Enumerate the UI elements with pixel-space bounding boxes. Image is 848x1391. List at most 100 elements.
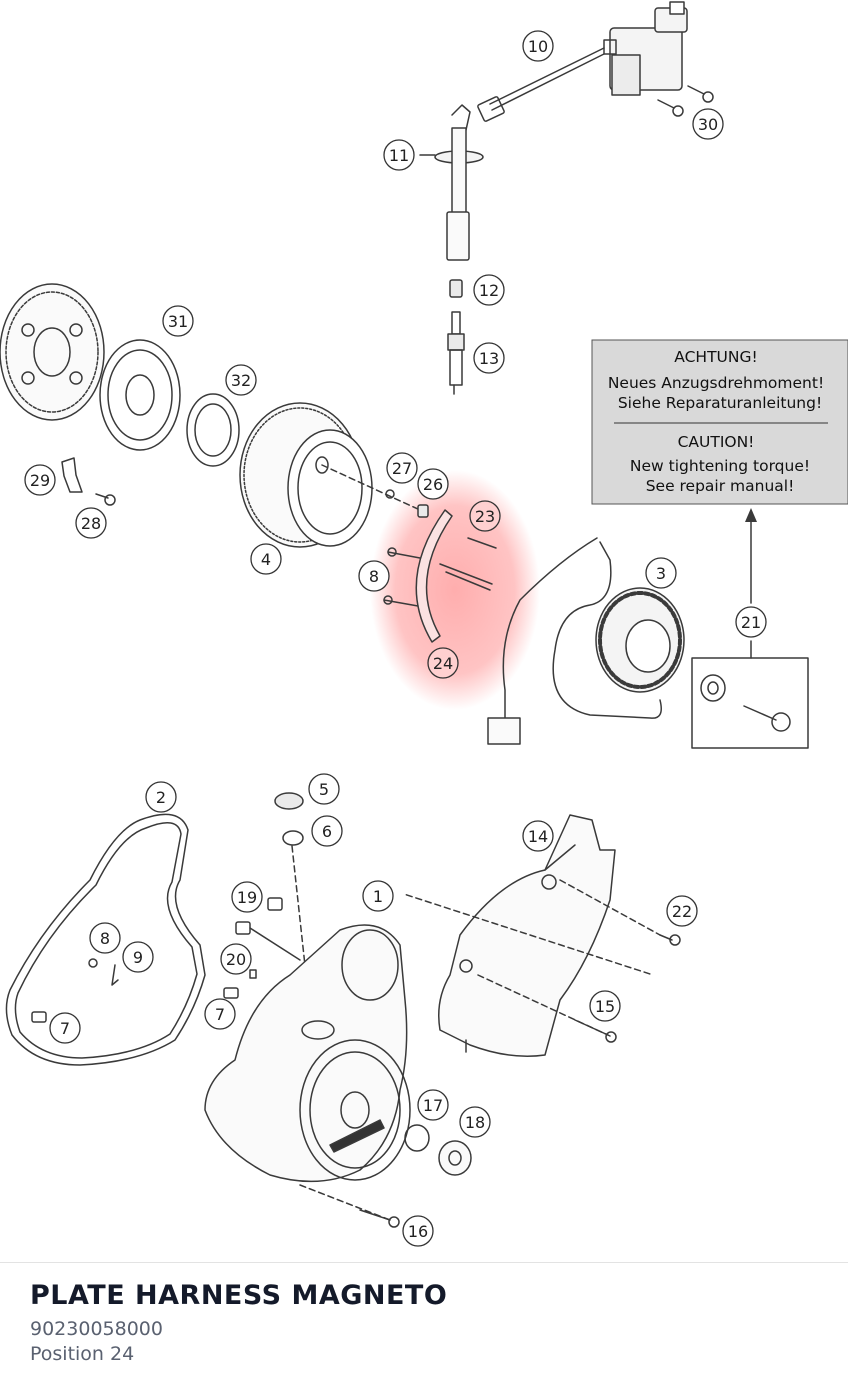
plug-and-oring[interactable] bbox=[274, 792, 313, 1031]
callout-19[interactable]: 19 bbox=[231, 881, 263, 913]
callout-22[interactable]: 22 bbox=[666, 895, 698, 927]
callout-29[interactable]: 29 bbox=[24, 464, 56, 496]
dowel-pins[interactable] bbox=[31, 958, 239, 1023]
callout-number: 22 bbox=[672, 902, 692, 921]
callout-number: 4 bbox=[261, 550, 271, 569]
callout-circle bbox=[231, 881, 263, 913]
callout-number: 28 bbox=[81, 514, 101, 533]
callout-7[interactable]: 7 bbox=[204, 998, 236, 1030]
callout-circle bbox=[204, 998, 236, 1030]
callout-10[interactable]: 10 bbox=[522, 30, 554, 62]
plate-harness-magneto[interactable] bbox=[383, 509, 453, 643]
callout-circle bbox=[666, 895, 698, 927]
callout-circle bbox=[49, 1012, 81, 1044]
callout-number: 8 bbox=[100, 929, 110, 948]
callout-20[interactable]: 20 bbox=[220, 943, 252, 975]
washer-and-nut[interactable] bbox=[385, 489, 429, 518]
callout-number: 9 bbox=[133, 948, 143, 967]
callout-circle bbox=[473, 342, 505, 374]
notice-line: ACHTUNG! bbox=[674, 348, 757, 366]
callout-number: 17 bbox=[423, 1096, 443, 1115]
callout-circle bbox=[89, 922, 121, 954]
callout-13[interactable]: 13 bbox=[473, 342, 505, 374]
freewheel-disc[interactable] bbox=[99, 339, 181, 451]
callout-11[interactable]: 11 bbox=[383, 139, 415, 171]
callout-21[interactable]: 21 bbox=[735, 606, 767, 638]
callout-circle bbox=[386, 452, 418, 484]
callout-23[interactable]: 23 bbox=[469, 500, 501, 532]
callout-1[interactable]: 1 bbox=[362, 880, 394, 912]
stator[interactable] bbox=[487, 537, 685, 745]
callout-32[interactable]: 32 bbox=[225, 364, 257, 396]
callout-circle bbox=[311, 815, 343, 847]
callout-number: 7 bbox=[60, 1019, 70, 1038]
callout-12[interactable]: 12 bbox=[473, 274, 505, 306]
callout-circle bbox=[735, 606, 767, 638]
callout-number: 19 bbox=[237, 888, 257, 907]
callout-circle bbox=[308, 773, 340, 805]
adapter-nut[interactable] bbox=[449, 279, 463, 298]
callout-6[interactable]: 6 bbox=[311, 815, 343, 847]
notice-line: See repair manual! bbox=[646, 477, 795, 495]
callout-circle bbox=[459, 1106, 491, 1138]
callout-number: 2 bbox=[156, 788, 166, 807]
part-position: Position 24 bbox=[30, 1343, 135, 1365]
callout-8[interactable]: 8 bbox=[89, 922, 121, 954]
callout-27[interactable]: 27 bbox=[386, 452, 418, 484]
ignition-coil[interactable] bbox=[477, 1, 688, 122]
callout-circle bbox=[417, 1089, 449, 1121]
callout-5[interactable]: 5 bbox=[308, 773, 340, 805]
callout-number: 11 bbox=[389, 146, 409, 165]
callout-circle bbox=[469, 500, 501, 532]
callout-labels: 10 30 11 12 13 31 32 27 26 23 29 28 4 8 24 3 21 2 5 6 14 1 19 2… bbox=[24, 30, 767, 1247]
callout-3[interactable]: 3 bbox=[645, 557, 677, 589]
callout-30[interactable]: 30 bbox=[692, 108, 724, 140]
callout-31[interactable]: 31 bbox=[162, 305, 194, 337]
callout-7[interactable]: 7 bbox=[49, 1012, 81, 1044]
bearing-ring[interactable] bbox=[186, 393, 240, 467]
detail-box-21[interactable] bbox=[691, 512, 809, 749]
callout-number: 8 bbox=[369, 567, 379, 586]
cover-gasket[interactable] bbox=[5, 813, 206, 1066]
part-title: PLATE HARNESS MAGNETO bbox=[30, 1280, 448, 1311]
fixing-screws[interactable] bbox=[439, 537, 497, 591]
starter-gear[interactable] bbox=[0, 283, 105, 421]
callout-circle bbox=[522, 30, 554, 62]
generator-cover[interactable] bbox=[204, 924, 411, 1183]
bracket-and-screw[interactable] bbox=[61, 457, 116, 506]
callout-number: 24 bbox=[433, 654, 453, 673]
notice-line: New tightening torque! bbox=[630, 457, 810, 475]
callout-28[interactable]: 28 bbox=[75, 507, 107, 539]
callout-number: 21 bbox=[741, 613, 761, 632]
callout-number: 32 bbox=[231, 371, 251, 390]
callout-17[interactable]: 17 bbox=[417, 1089, 449, 1121]
callout-2[interactable]: 2 bbox=[145, 781, 177, 813]
callout-number: 27 bbox=[392, 459, 412, 478]
oring-and-cap[interactable] bbox=[404, 1124, 472, 1176]
flywheel-rotor[interactable] bbox=[239, 402, 421, 548]
bolts-19-20[interactable] bbox=[235, 897, 301, 979]
callout-8[interactable]: 8 bbox=[358, 560, 390, 592]
callout-14[interactable]: 14 bbox=[522, 820, 554, 852]
callout-15[interactable]: 15 bbox=[589, 990, 621, 1022]
coil-bolts[interactable] bbox=[657, 85, 714, 117]
callout-number: 14 bbox=[528, 827, 548, 846]
callout-9[interactable]: 9 bbox=[122, 941, 154, 973]
callout-circle bbox=[362, 880, 394, 912]
sprocket-cover[interactable] bbox=[405, 814, 655, 1057]
callout-circle bbox=[402, 1215, 434, 1247]
callout-number: 26 bbox=[423, 475, 443, 494]
callout-circle bbox=[645, 557, 677, 589]
callout-number: 20 bbox=[226, 950, 246, 969]
callout-circle bbox=[145, 781, 177, 813]
callout-number: 15 bbox=[595, 997, 615, 1016]
spark-plug[interactable] bbox=[447, 311, 465, 395]
callout-18[interactable]: 18 bbox=[459, 1106, 491, 1138]
callout-24[interactable]: 24 bbox=[427, 647, 459, 679]
cover-bolts[interactable] bbox=[299, 879, 681, 1228]
callout-circle bbox=[473, 274, 505, 306]
callout-4[interactable]: 4 bbox=[250, 543, 282, 575]
callout-16[interactable]: 16 bbox=[402, 1215, 434, 1247]
spark-plug-cap[interactable] bbox=[419, 104, 484, 261]
callout-26[interactable]: 26 bbox=[417, 468, 449, 500]
